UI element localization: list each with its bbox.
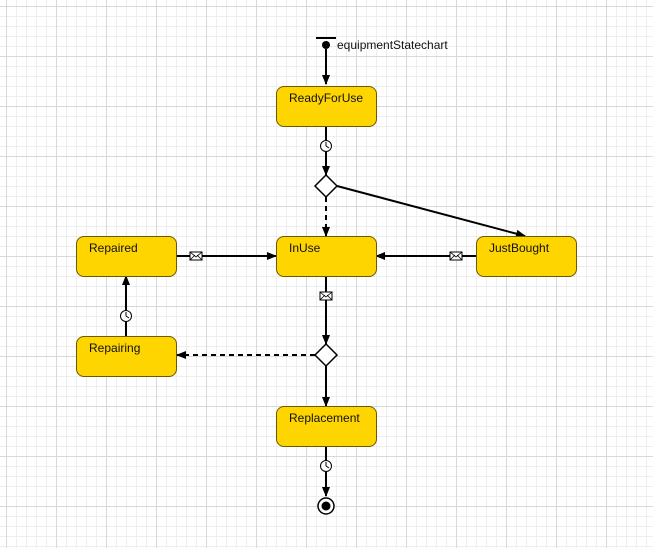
transition-branch-to-justbought[interactable] — [336, 185, 526, 238]
state-readyforuse[interactable]: ReadyForUse — [276, 86, 377, 127]
state-label: Repairing — [89, 341, 141, 355]
state-repaired[interactable]: Repaired — [76, 236, 177, 277]
state-label: JustBought — [489, 241, 550, 255]
final-state-marker[interactable] — [317, 497, 335, 515]
envelope-icon — [319, 291, 333, 301]
state-repairing[interactable]: Repairing — [76, 336, 177, 377]
state-label: InUse — [289, 241, 321, 255]
state-replacement[interactable]: Replacement — [276, 406, 377, 447]
clock-icon — [120, 310, 132, 322]
clock-icon — [320, 460, 332, 472]
branch-diamond-top[interactable] — [313, 173, 339, 199]
envelope-icon — [189, 251, 203, 261]
state-inuse[interactable]: InUse — [276, 236, 377, 277]
state-label: ReadyForUse — [289, 91, 364, 105]
state-label: Replacement — [289, 411, 360, 425]
clock-icon — [320, 140, 332, 152]
statechart-name-label: equipmentStatechart — [337, 38, 448, 52]
initial-state-marker[interactable] — [316, 37, 336, 49]
envelope-icon — [449, 251, 463, 261]
state-justbought[interactable]: JustBought — [476, 236, 577, 277]
state-label: Repaired — [89, 241, 138, 255]
branch-diamond-bottom[interactable] — [313, 342, 339, 368]
